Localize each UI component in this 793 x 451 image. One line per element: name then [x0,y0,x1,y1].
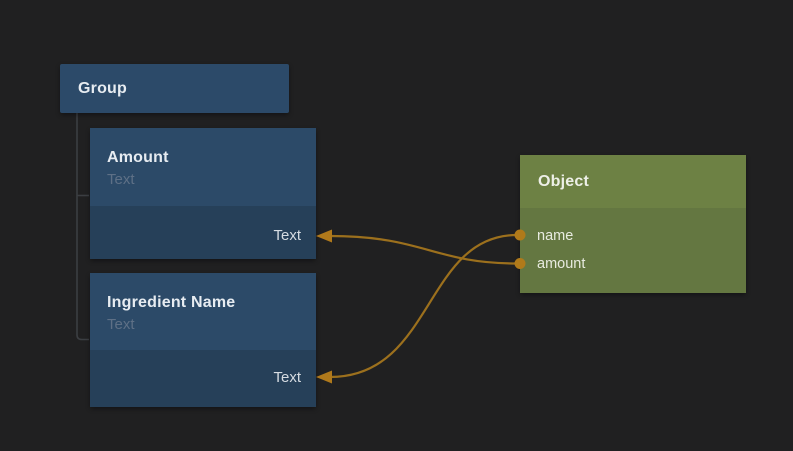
tree-connector-line [76,113,89,341]
node-group-title: Group [78,79,127,97]
object-field-amount[interactable]: amount [537,256,586,272]
node-group[interactable]: Group [60,64,289,113]
node-amount-type-label: Text [107,171,135,188]
node-ingredient-header: Ingredient Name Text [90,273,316,350]
node-amount-output-text[interactable]: Text [273,227,301,244]
node-object-header: Object [520,155,746,208]
arrowhead-amount-text-icon [316,229,332,243]
node-amount-title: Amount [107,149,169,166]
node-ingredient-title: Ingredient Name [107,294,236,311]
node-ingredient-io-section: Text [90,350,316,407]
node-object-title: Object [538,172,589,190]
node-amount-header: Amount Text [90,128,316,206]
node-object[interactable]: Object name amount [520,155,746,293]
object-field-name[interactable]: name [537,228,574,244]
node-ingredient-type-label: Text [107,316,135,333]
node-ingredient-name[interactable]: Ingredient Name Text Text [90,273,316,407]
node-ingredient-output-text[interactable]: Text [273,369,301,386]
arrowhead-ingredient-text-icon [316,370,332,384]
wire-amount-to-amount-text[interactable] [329,234,518,265]
node-amount[interactable]: Amount Text Text [90,128,316,259]
node-amount-io-section: Text [90,206,316,259]
node-object-fields: name amount [520,208,746,293]
wire-name-to-ingredient-text[interactable] [329,233,518,379]
